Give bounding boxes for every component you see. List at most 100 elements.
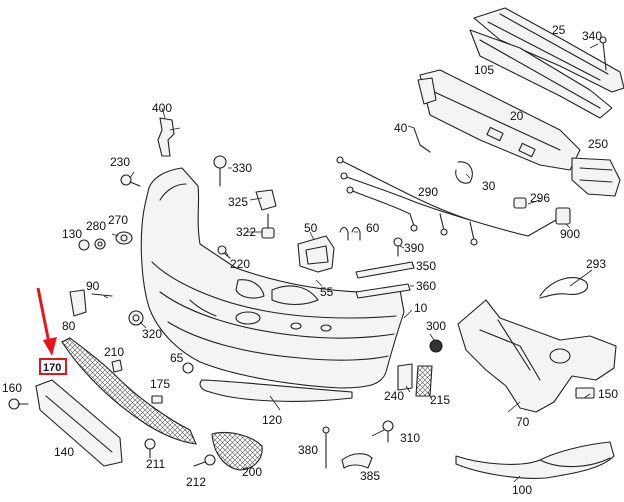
label-80: 80 <box>62 319 76 333</box>
part-220-screw <box>217 245 231 259</box>
part-200-fog-grille <box>211 431 263 471</box>
label-290: 290 <box>418 185 438 199</box>
part-350-strip <box>355 261 415 279</box>
label-25: 25 <box>552 23 566 37</box>
part-270-grommet <box>115 231 133 245</box>
part-296-connector <box>513 197 527 209</box>
label-60: 60 <box>366 221 380 235</box>
label-325: 325 <box>228 195 248 209</box>
part-215-grille <box>415 365 433 397</box>
part-40-clip <box>413 127 431 153</box>
part-325-bracket <box>255 189 277 211</box>
label-160: 160 <box>2 381 22 395</box>
label-200: 200 <box>242 465 262 479</box>
part-70-side-bracket <box>457 299 617 413</box>
part-320-nut <box>128 310 144 326</box>
part-211-screw <box>144 438 156 459</box>
part-140-plate-bracket <box>35 379 123 467</box>
part-90-clip <box>91 293 113 297</box>
part-290-harness <box>336 156 529 246</box>
part-10-bumper-cover <box>140 167 405 389</box>
label-360: 360 <box>416 279 436 293</box>
label-300: 300 <box>426 319 446 333</box>
part-130-nut <box>78 239 90 251</box>
highlight-arrow <box>36 287 57 356</box>
label-322: 322 <box>236 225 256 239</box>
label-50: 50 <box>304 221 318 235</box>
part-212-screw <box>193 454 216 467</box>
part-400-bracket <box>157 117 181 157</box>
label-140: 140 <box>54 445 74 459</box>
label-175: 175 <box>150 377 170 391</box>
part-25-reinforcement <box>473 7 624 93</box>
label-120: 120 <box>262 413 282 427</box>
part-100-side-trim <box>455 441 615 479</box>
part-322-bolt <box>261 213 275 239</box>
label-320: 320 <box>142 327 162 341</box>
label-230: 230 <box>110 155 130 169</box>
label-130: 130 <box>62 227 82 241</box>
part-230-screw <box>120 174 141 187</box>
label-70: 70 <box>516 415 530 429</box>
label-170: 170 <box>43 362 61 374</box>
label-212: 212 <box>186 475 206 489</box>
part-385-cap <box>341 453 373 469</box>
label-240: 240 <box>384 389 404 403</box>
part-20-bumper-beam <box>417 69 581 171</box>
label-390: 390 <box>404 241 424 255</box>
label-90: 90 <box>86 279 100 293</box>
label-400: 400 <box>152 101 172 115</box>
part-390-screw <box>393 237 403 257</box>
part-210-clip <box>111 359 123 373</box>
part-30-clip <box>455 161 473 184</box>
part-50-bracket <box>297 235 335 273</box>
label-20: 20 <box>510 109 524 123</box>
part-300-nut <box>429 339 443 353</box>
label-380: 380 <box>298 443 318 457</box>
part-175-clip <box>151 395 163 404</box>
part-80-plate <box>69 289 87 317</box>
label-40: 40 <box>394 121 408 135</box>
part-150-clip <box>575 387 595 399</box>
part-60-clips <box>339 226 361 241</box>
label-65: 65 <box>170 351 184 365</box>
part-65-grommet <box>182 362 194 374</box>
label-310: 310 <box>400 431 420 445</box>
label-211: 211 <box>146 457 165 471</box>
part-900-sensor <box>527 207 571 237</box>
part-280-washer <box>94 238 106 250</box>
label-270: 270 <box>108 213 128 227</box>
leader-lines <box>103 43 599 483</box>
label-55: 55 <box>320 285 334 299</box>
label-30: 30 <box>482 179 496 193</box>
label-330: 330 <box>232 161 252 175</box>
label-210: 210 <box>104 345 124 359</box>
part-170-grille <box>61 337 197 445</box>
label-296: 296 <box>530 191 550 205</box>
label-293: 293 <box>586 257 606 271</box>
part-310-bolt <box>382 420 394 443</box>
label-170-highlight <box>39 358 67 375</box>
label-220: 220 <box>230 257 250 271</box>
part-293-cable-tie <box>539 277 588 299</box>
part-360-strip <box>355 283 411 299</box>
label-900: 900 <box>560 227 580 241</box>
part-labels: 25 340 105 20 40 250 400 230 330 30 290 … <box>2 23 618 497</box>
part-330-screw <box>213 155 227 187</box>
label-215: 215 <box>430 393 450 407</box>
label-100: 100 <box>512 483 532 497</box>
part-340-bolt <box>599 36 607 71</box>
label-385: 385 <box>360 469 380 483</box>
label-280: 280 <box>86 219 106 233</box>
part-105-absorber <box>469 29 613 119</box>
part-120-trim <box>199 379 353 402</box>
label-150: 150 <box>598 387 618 401</box>
part-240-insert <box>397 363 413 391</box>
label-340: 340 <box>582 29 602 43</box>
part-250-bracket <box>571 157 621 197</box>
label-350: 350 <box>416 259 436 273</box>
part-160-bolt <box>8 398 29 410</box>
label-105: 105 <box>474 63 494 77</box>
label-250: 250 <box>588 137 608 151</box>
